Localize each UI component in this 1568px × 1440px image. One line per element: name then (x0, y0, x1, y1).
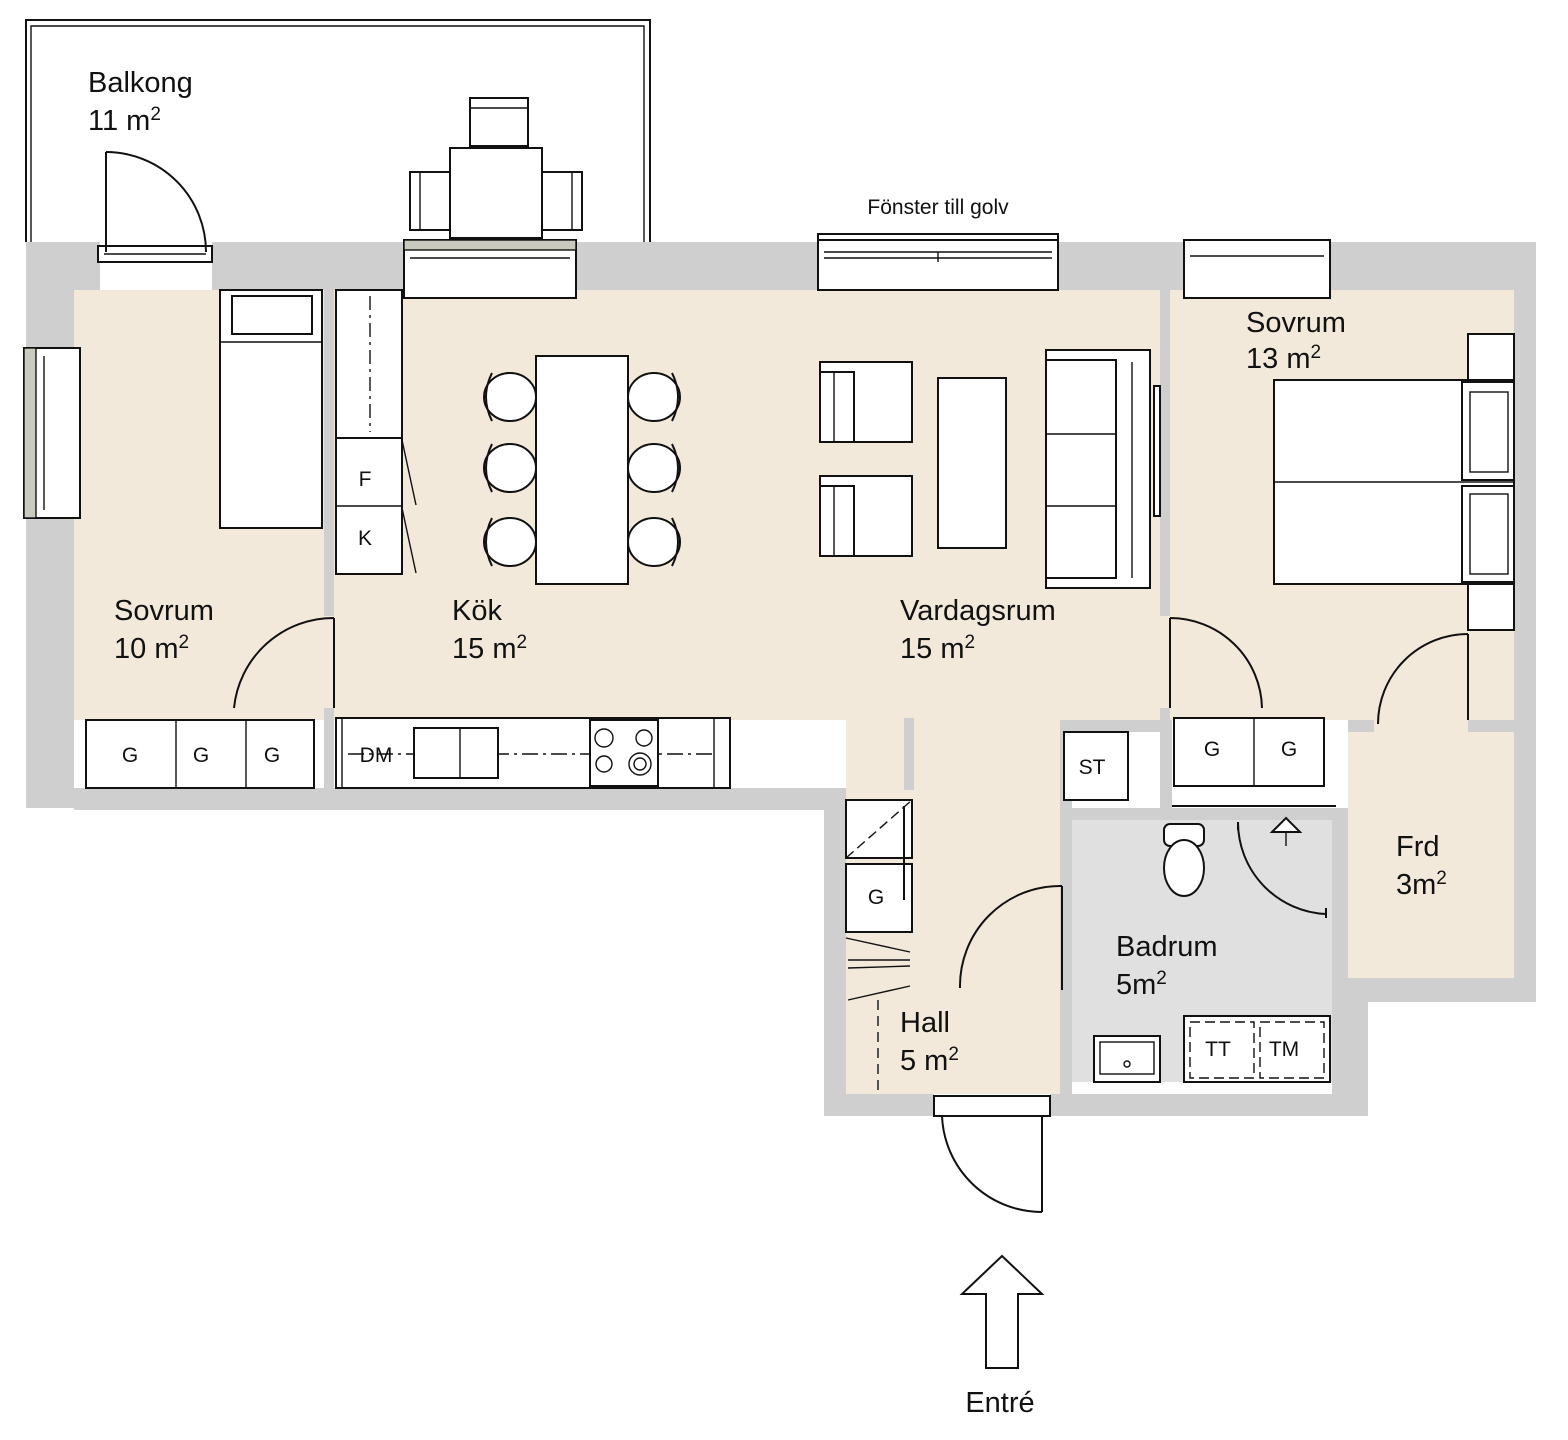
entrance-label: Entré (965, 1387, 1034, 1419)
wardrobe-label: G (1204, 738, 1220, 761)
room-name-kok: Kök (452, 595, 502, 627)
wardrobe-label: G (868, 886, 884, 909)
windows (23, 233, 1331, 1117)
room-area-sovrum-large: 13 m2 (1246, 342, 1321, 375)
fridge-label: F (359, 468, 372, 491)
living-room-furniture (819, 349, 1161, 589)
kitchen-counter (335, 717, 731, 789)
room-area-vardagsrum: 15 m2 (900, 632, 975, 665)
room-area-hall: 5 m2 (900, 1044, 959, 1077)
entrance-arrow (959, 1254, 1045, 1369)
bathroom-fixtures (1093, 816, 1331, 1083)
exterior-walls (26, 242, 1536, 1116)
kitchen-tall-units (335, 289, 417, 575)
hall-storage (845, 799, 913, 1094)
room-name-balkong: Balkong (88, 67, 193, 99)
floor-frd (1348, 720, 1514, 978)
wardrobes-small-bedroom (85, 719, 315, 789)
balcony-railing (25, 19, 651, 242)
freezer-label: K (358, 527, 372, 550)
double-bed (1273, 333, 1515, 631)
wardrobe-label: G (122, 744, 138, 767)
utility-cabinets (1063, 717, 1336, 807)
washing-machine-label: TM (1269, 1038, 1299, 1061)
tumble-dryer-label: TT (1205, 1038, 1231, 1061)
room-area-kok: 15 m2 (452, 632, 527, 665)
room-name-frd: Frd (1396, 831, 1440, 863)
room-name-hall: Hall (900, 1007, 950, 1039)
room-area-badrum: 5m2 (1116, 968, 1167, 1001)
single-bed (219, 289, 323, 529)
room-name-sovrum-small: Sovrum (114, 595, 214, 627)
dishwasher-label: DM (360, 744, 393, 767)
room-name-sovrum-large: Sovrum (1246, 307, 1346, 339)
wardrobe-label: G (193, 744, 209, 767)
wardrobe-label: G (1281, 738, 1297, 761)
balcony-furniture (409, 97, 583, 239)
dining-set (483, 355, 681, 585)
interior-walls (324, 290, 1514, 1094)
drying-cabinet-label: ST (1079, 756, 1106, 779)
room-area-frd: 3m2 (1396, 868, 1447, 901)
wardrobe-label: G (264, 744, 280, 767)
room-name-badrum: Badrum (1116, 931, 1218, 963)
window-note: Fönster till golv (867, 196, 1009, 219)
doors (105, 151, 1469, 1214)
room-area-sovrum-small: 10 m2 (114, 632, 189, 665)
room-area-balkong: 11 m2 (88, 104, 161, 137)
room-name-vardagsrum: Vardagsrum (900, 595, 1056, 627)
